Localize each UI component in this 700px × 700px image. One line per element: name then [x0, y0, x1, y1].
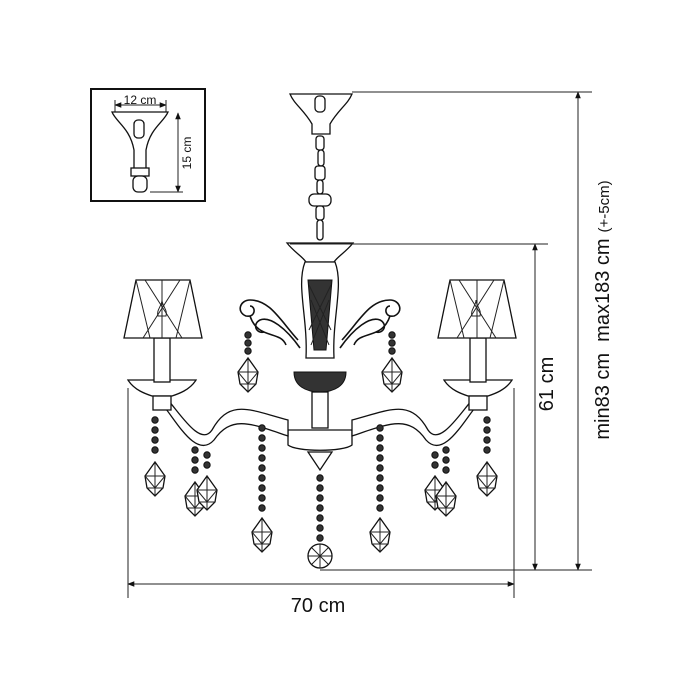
inset-height-label: 15 cm	[180, 137, 194, 170]
dimension-lines: 70 cm 61 cm min83 cm max183 cm (+-5cm)	[127, 91, 614, 617]
total-height-range-text: min83 cm max183 cm	[592, 238, 614, 439]
body-height-dimension-label: 61 cm	[536, 357, 558, 411]
width-dimension-label: 70 cm	[291, 595, 345, 617]
total-height-tolerance-text: (+-5cm)	[596, 180, 613, 232]
total-height-dimension-label: min83 cm max183 cm (+-5cm)	[592, 180, 614, 439]
inset-width-label: 12 cm	[124, 93, 157, 107]
canopy-inset: 12 cm 15 cm	[90, 88, 206, 202]
chandelier-illustration	[123, 93, 517, 569]
